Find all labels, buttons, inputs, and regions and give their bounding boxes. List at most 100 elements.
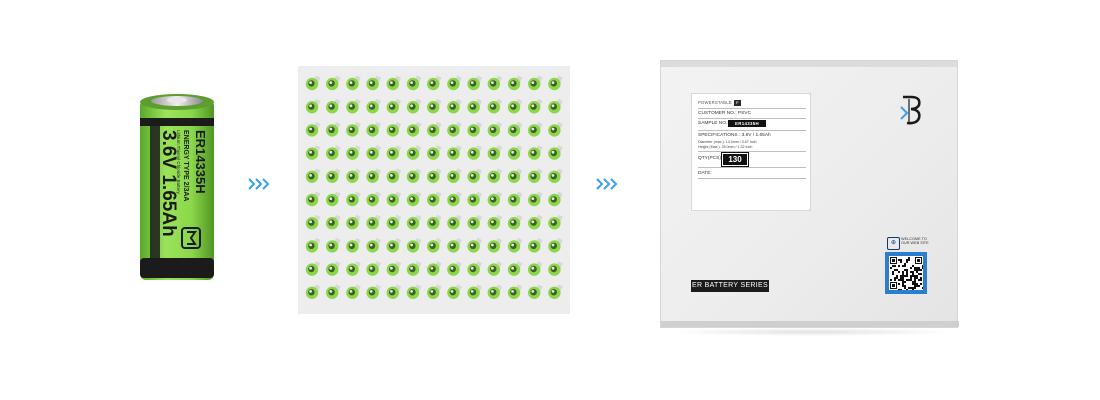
welcome-line-2: OUR WEB SITE [901,241,929,246]
tray-battery [548,121,563,137]
tray-battery [528,168,543,183]
tray-battery [528,98,543,114]
tray-battery [406,237,422,253]
brand-mark-icon: P [733,100,741,106]
label-brand-text: POWERSTABLE [698,100,732,106]
tray-battery [447,284,462,299]
tray-battery [326,284,341,299]
welcome-line-1: WELCOME TO [901,237,927,241]
tray-battery [528,75,543,91]
tray-battery [305,261,321,276]
tray-battery [467,237,483,253]
website-prompt: ⊕ WELCOME TO OUR WEB SITE [887,237,933,250]
tray-battery [447,237,462,253]
tray-battery [487,98,503,114]
qr-code-icon [885,252,927,294]
tray-battery [447,145,462,160]
tray-battery [386,145,402,160]
tray-battery [386,214,402,230]
tray-battery [447,261,462,276]
tray-battery [326,98,341,114]
tray-battery [507,284,523,299]
tray-battery [406,191,422,207]
tray-battery [447,191,462,207]
tray-battery [528,237,543,253]
tray-battery [507,168,523,183]
tray-battery [366,191,382,207]
tray-battery [427,121,442,137]
label-qty-label: QTY(PCS): [698,156,723,161]
tray-battery [447,75,462,91]
tray-battery [326,168,341,183]
tray-battery [305,214,321,230]
tray-battery [386,121,402,137]
double-chevron-right-icon [595,176,621,192]
tray-battery [507,191,523,207]
tray-battery [346,284,361,299]
tray-battery [386,75,402,91]
tray-battery [507,237,523,253]
welcome-text: WELCOME TO OUR WEB SITE [901,237,929,245]
label-dim-height: Height (Max.): 35.0mm / 1.32 Inch [698,145,753,149]
tray-battery [528,214,543,230]
tray-battery [528,261,543,276]
tray-battery [487,121,503,137]
tray-battery [447,168,462,183]
label-sample-value: ER14335H [728,120,766,127]
tray-battery [305,237,321,253]
label-dim-diameter: Diameter (max.): 14.0mm / 0.67 Inch [698,140,757,144]
label-date: DATE: [698,171,712,176]
tray-battery [326,237,341,253]
tray-battery [305,145,321,160]
tray-battery [326,145,341,160]
tray-battery [467,168,483,183]
battery-type-text: ENERGY TYPE 2/3AA [182,130,189,201]
tray-battery [346,237,361,253]
tray-battery [406,75,422,91]
tray-battery [548,284,563,299]
tray-battery [326,191,341,207]
tray-battery [366,121,382,137]
tray-battery [386,191,402,207]
tray-battery [548,145,563,160]
series-badge: ER BATTERY SERIES [691,280,769,292]
tray-battery [346,121,361,137]
tray-battery [487,261,503,276]
tray-battery [346,145,361,160]
tray-battery [548,191,563,207]
tray-battery [467,214,483,230]
label-sample-label: SAMPLE NO.: [698,121,729,126]
tray-battery [406,98,422,114]
battery-model-text: ER14335H [193,130,208,194]
tray-battery [386,98,402,114]
label-divider [698,118,806,119]
tray-battery [346,98,361,114]
tray-battery [507,261,523,276]
tray-battery [366,261,382,276]
box-lid-edge [661,61,957,67]
tray-battery [346,261,361,276]
tray-battery [366,214,382,230]
tray-battery [346,214,361,230]
tray-battery [447,98,462,114]
tray-battery [447,214,462,230]
tray-battery [305,284,321,299]
box-shadow [668,328,958,336]
label-divider [698,108,806,109]
label-customer: CUSTOMER NO.: PSVC [698,111,751,116]
tray-battery [386,168,402,183]
tray-battery [487,284,503,299]
tray-battery [487,214,503,230]
tray-battery [326,214,341,230]
tray-battery [386,261,402,276]
tray-battery [346,168,361,183]
tray-battery [467,121,483,137]
tray-battery [346,75,361,91]
globe-icon: ⊕ [887,237,900,250]
tray-battery [507,121,523,137]
tray-battery [366,168,382,183]
tray-battery [326,75,341,91]
tray-battery [406,284,422,299]
